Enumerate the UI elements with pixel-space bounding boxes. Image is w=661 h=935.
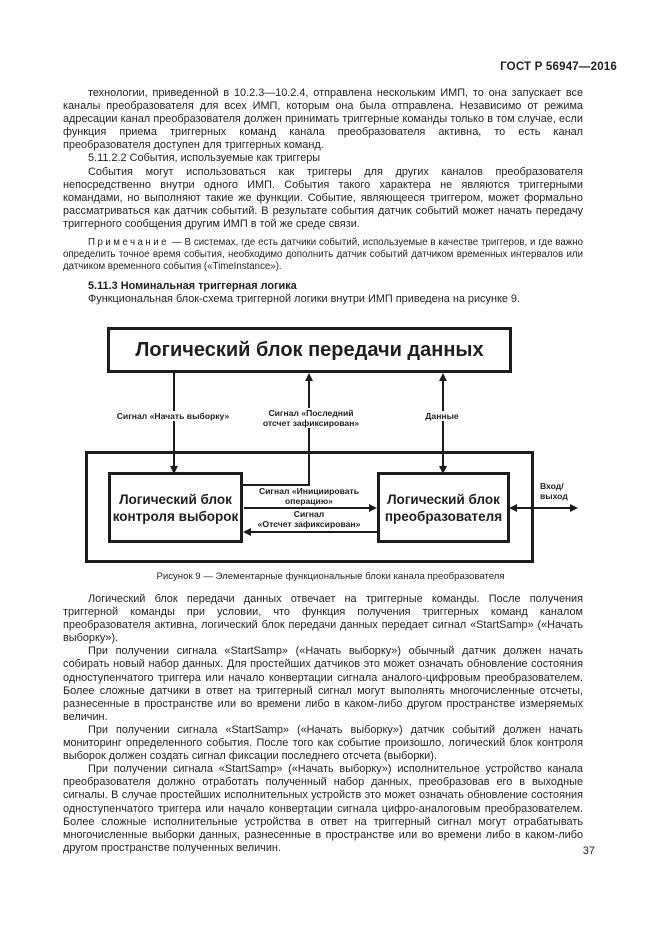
paragraph-transfer-block: Логический блок передачи данных отвечает… [63, 593, 583, 645]
data-line [442, 380, 444, 468]
last-sample-line-jog [243, 484, 310, 486]
sample-fixed-arrow-line [250, 531, 377, 533]
arrow-down-icon [170, 466, 178, 474]
heading-5-11-2-2: 5.11.2.2 События, используемые как тригг… [88, 152, 321, 165]
init-operation-label: Сигнал «Инициировать операцию» [256, 486, 362, 506]
last-sample-line [308, 380, 310, 486]
upper-text-block: технологии, приведенной в 10.2.3—10.2.4,… [63, 87, 583, 306]
note-text: — В системах, где есть датчики событий, … [63, 237, 583, 273]
paragraph-event-sensor: При получении сигнала «StartSamp» («Нача… [63, 723, 583, 763]
paragraph-events-as-triggers: События могут использоваться как триггер… [63, 165, 583, 230]
transducer-channel-outer-box [85, 451, 534, 563]
arrow-left-icon [509, 504, 517, 512]
arrow-left-icon [243, 528, 251, 536]
sample-control-label-line2: контроля выборок [112, 508, 239, 524]
note: Примечание — В системах, где есть датчик… [63, 237, 583, 274]
document-code: ГОСТ Р 56947—2016 [500, 61, 617, 73]
figure-caption: Рисунок 9 — Элементарные функциональные … [156, 571, 505, 582]
data-transfer-logic-block: Логический блок передачи данных [107, 327, 512, 373]
sample-fixed-label: Сигнал «Отсчет зафиксирован» [255, 509, 363, 529]
arrow-right-icon [369, 504, 377, 512]
transducer-label-line2: преобразователя [384, 508, 503, 524]
transducer-label-line1: Логический блок [387, 491, 500, 507]
sample-control-logic-block: Логический блок контроля выборок [108, 472, 243, 543]
start-sample-line [173, 373, 175, 468]
io-label: Вход/ выход [538, 481, 570, 501]
transducer-logic-block: Логический блок преобразователя [377, 472, 510, 543]
arrow-down-icon [439, 466, 447, 474]
arrow-up-icon [439, 373, 447, 381]
sample-control-label-line1: Логический блок [119, 491, 232, 507]
arrow-up-icon [305, 373, 313, 381]
paragraph-actuator: При получении сигнала «StartSamp» («Нача… [63, 763, 583, 854]
heading-5-11-3: 5.11.3 Номинальная триггерная логика [88, 279, 297, 292]
last-sample-label: Сигнал «Последний отсчет зафиксирован» [260, 408, 362, 428]
data-transfer-logic-label: Логический блок передачи данных [135, 338, 484, 361]
lower-text-block: Логический блок передачи данных отвечает… [63, 593, 583, 855]
paragraph-figure-reference: Функциональная блок-схема триггерной лог… [88, 292, 521, 305]
data-label: Данные [423, 411, 461, 421]
start-sample-label: Сигнал «Начать выборку» [114, 411, 232, 421]
page-number: 37 [582, 845, 595, 857]
init-operation-arrow-line [244, 507, 370, 509]
io-arrow-line [516, 507, 572, 509]
note-label: Примечание [88, 237, 170, 249]
paragraph-trigger-commands: технологии, приведенной в 10.2.3—10.2.4,… [63, 87, 583, 152]
paragraph-ordinary-sensor: При получении сигнала «StartSamp» («Нача… [63, 645, 583, 723]
arrow-right-icon [570, 504, 578, 512]
